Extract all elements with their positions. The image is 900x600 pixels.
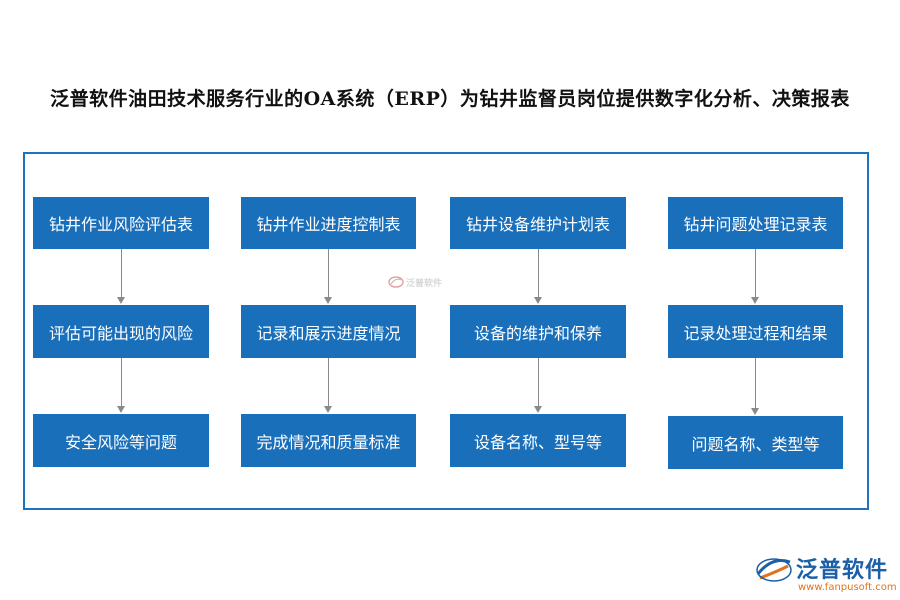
column-1-arrow-1-head — [117, 297, 125, 304]
column-3-arrow-1-line — [538, 249, 539, 298]
logo-name: 泛普软件 — [796, 558, 889, 583]
column-3-arrow-1-head — [534, 297, 542, 304]
column-1-header-box: 钻井作业风险评估表 — [33, 197, 209, 249]
column-2-arrow-2-head — [324, 406, 332, 413]
column-1-arrow-2-line — [121, 358, 122, 407]
column-1-middle-box: 评估可能出现的风险 — [33, 305, 209, 358]
logo-url: www.fanpusoft.com — [798, 582, 897, 593]
column-2-arrow-2-line — [328, 358, 329, 407]
fanpu-logo-icon — [756, 558, 792, 582]
column-4-middle-box: 记录处理过程和结果 — [668, 305, 843, 358]
watermark-text: 泛普软件 — [406, 278, 443, 289]
watermark: 泛普软件 — [388, 275, 442, 289]
column-3-arrow-2-head — [534, 406, 542, 413]
column-3-bottom-box: 设备名称、型号等 — [450, 414, 626, 467]
column-1-bottom-box: 安全风险等问题 — [33, 414, 209, 467]
column-1-arrow-2-head — [117, 406, 125, 413]
brand-logo: 泛普软件 www.fanpusoft.com — [752, 552, 898, 598]
column-3-middle-box: 设备的维护和保养 — [450, 305, 626, 358]
column-2-middle-box: 记录和展示进度情况 — [241, 305, 416, 358]
diagram-frame — [23, 152, 869, 510]
column-4-arrow-1-line — [755, 249, 756, 298]
column-3-header-box: 钻井设备维护计划表 — [450, 197, 626, 249]
column-2-bottom-box: 完成情况和质量标准 — [241, 414, 416, 467]
column-3-arrow-2-line — [538, 358, 539, 407]
column-4-bottom-box: 问题名称、类型等 — [668, 416, 843, 469]
column-4-arrow-2-line — [755, 358, 756, 409]
column-2-header-box: 钻井作业进度控制表 — [241, 197, 416, 249]
column-4-arrow-1-head — [751, 297, 759, 304]
column-1-arrow-1-line — [121, 249, 122, 298]
column-4-arrow-2-head — [751, 408, 759, 415]
column-2-arrow-1-head — [324, 297, 332, 304]
fanpu-logo-icon — [388, 276, 404, 288]
column-2-arrow-1-line — [328, 249, 329, 298]
column-4-header-box: 钻井问题处理记录表 — [668, 197, 843, 249]
diagram-title: 泛普软件油田技术服务行业的OA系统（ERP）为钻井监督员岗位提供数字化分析、决策… — [50, 88, 850, 110]
